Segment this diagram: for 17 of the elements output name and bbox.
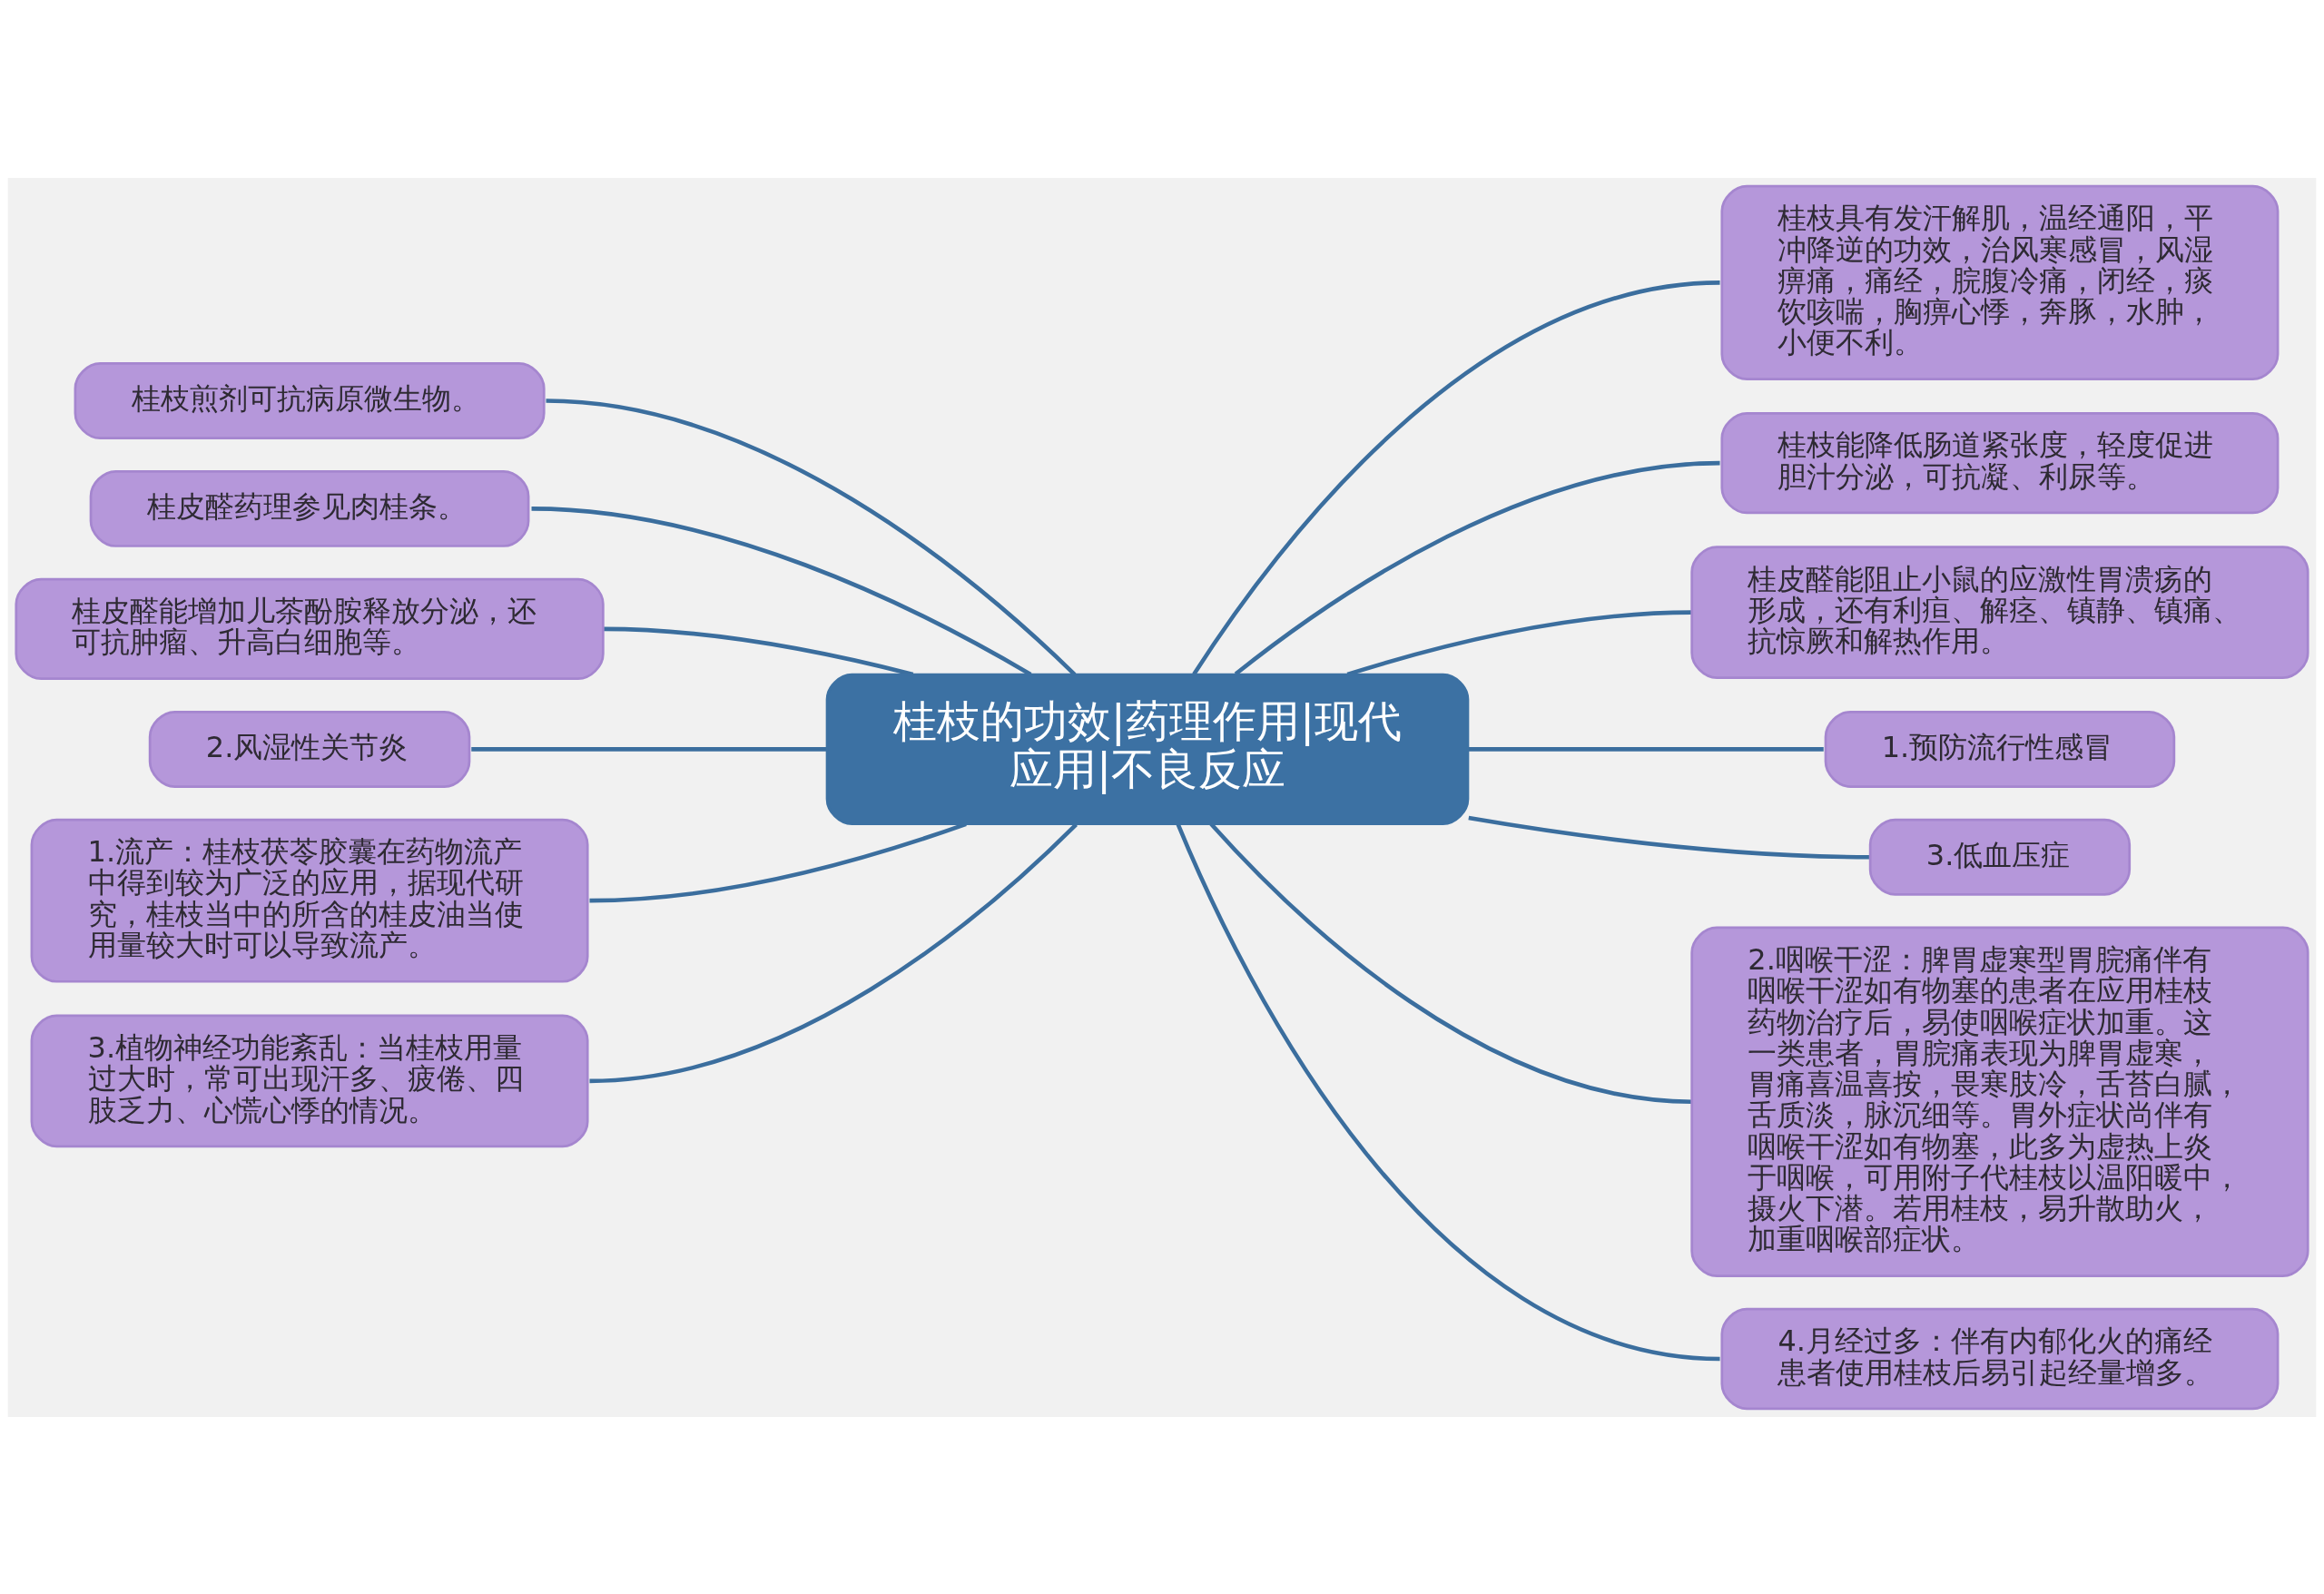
node-box: 1.流产：桂枝茯苓胶囊在药物流产中得到较为广泛的应用，据现代研究，桂枝当中的所含的桂皮油当使用量较大时可以导致流产。 xyxy=(30,818,589,983)
node-box: 2.风湿性关节炎 xyxy=(148,710,471,788)
node-box: 3.植物神经功能紊乱：当桂枝用量过大时，常可出现汗多、疲倦、四肢乏力、心慌心悸的情况。 xyxy=(30,1014,589,1147)
node-box: 1.预防流行性感冒 xyxy=(1824,710,2176,788)
node-box: 桂皮醛药理参见肉桂条。 xyxy=(89,469,530,547)
connector xyxy=(1468,815,1870,859)
node-box: 3.低血压症 xyxy=(1868,818,2132,896)
node-box: 4.月经过多：伴有内郁化火的痛经患者使用桂枝后易引起经量增多。 xyxy=(1720,1307,2280,1410)
node-box: 桂皮醛能增加儿茶酚胺释放分泌，还可抗肿瘤、升高白细胞等。 xyxy=(15,577,605,680)
node-box: 桂枝的功效|药理作用|现代应用|不良反应 xyxy=(825,673,1470,825)
node-box: 桂枝能降低肠道紧张度，轻度促进胆汁分泌，可抗凝、利尿等。 xyxy=(1720,411,2280,514)
node-box: 桂枝煎剂可抗病原微生物。 xyxy=(74,361,546,439)
connector xyxy=(471,746,827,752)
node-box: 2.咽喉干涩：脾胃虚寒型胃脘痛伴有咽喉干涩如有物塞的患者在应用桂枝药物治疗后，易使咽喉症状加重。这一类患者，胃脘痛表现为脾胃虚寒，胃痛喜温喜按，畏寒肢冷，舌苔白腻，舌质淡，脉沉细等。胃外症状尚伴有咽喉干涩如有物塞，此多为虚热上炎于咽喉，可用附子代桂枝以温阳暖中，摄火下潜。若用桂枝，易升散助火，加重咽喉部症状。 xyxy=(1690,926,2309,1277)
connector xyxy=(1468,746,1824,752)
node-box: 桂枝具有发汗解肌，温经通阳，平冲降逆的功效，治风寒感冒，风湿痹痛，痛经，脘腹冷痛，闭经，痰饮咳喘，胸痹心悸，奔豚，水肿，小便不利。 xyxy=(1720,184,2280,380)
node-box: 桂皮醛能阻止小鼠的应激性胃溃疡的形成，还有利疸、解痉、镇静、镇痛、抗惊厥和解热作用。 xyxy=(1690,545,2309,679)
